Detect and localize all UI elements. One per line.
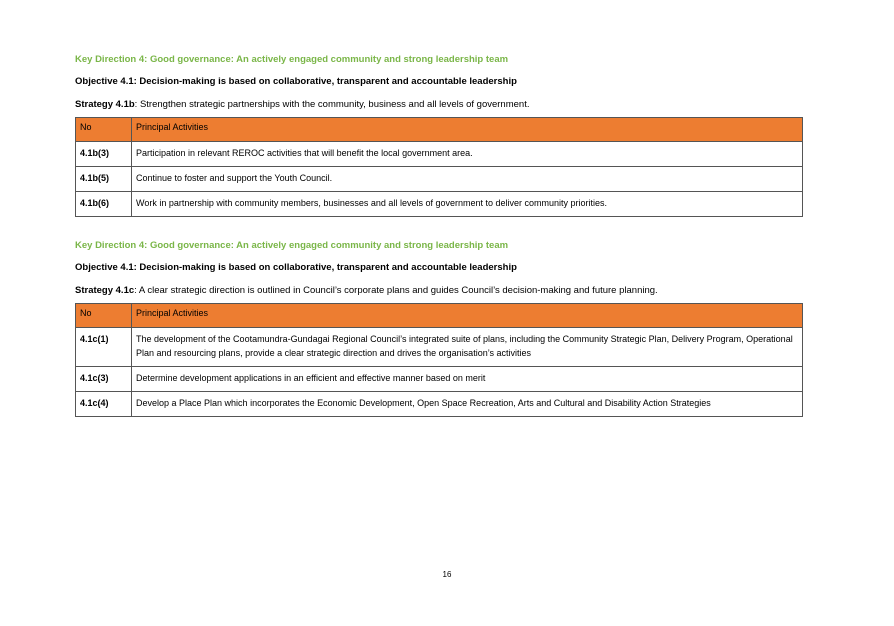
table-row: 4.1b(3) Participation in relevant REROC …	[75, 141, 803, 167]
activity-description: The development of the Cootamundra-Gunda…	[131, 327, 803, 367]
activities-table: No Principal Activities 4.1c(1) The deve…	[75, 303, 803, 417]
activity-number: 4.1c(3)	[75, 366, 132, 392]
table-row: 4.1b(5) Continue to foster and support t…	[75, 166, 803, 192]
strategy-label: Strategy 4.1b	[75, 99, 135, 110]
table-row: 4.1c(1) The development of the Cootamund…	[75, 327, 803, 367]
activity-description: Develop a Place Plan which incorporates …	[131, 391, 803, 417]
table-header-row: No Principal Activities	[75, 303, 803, 328]
column-header-no: No	[75, 303, 132, 328]
key-direction-heading: Key Direction 4: Good governance: An act…	[75, 54, 509, 65]
strategy-label: Strategy 4.1c	[75, 285, 135, 296]
activity-number: 4.1b(6)	[75, 191, 132, 217]
activity-description: Participation in relevant REROC activiti…	[131, 141, 803, 167]
table-header-row: No Principal Activities	[75, 117, 803, 142]
activity-number: 4.1b(3)	[75, 141, 132, 167]
strategy-line: Strategy 4.1b: Strengthen strategic part…	[75, 98, 804, 111]
page-number: 16	[442, 570, 452, 579]
activity-description: Work in partnership with community membe…	[131, 191, 803, 217]
key-direction-heading: Key Direction 4: Good governance: An act…	[75, 240, 509, 251]
activity-number: 4.1c(4)	[75, 391, 132, 417]
column-header-activities: Principal Activities	[131, 117, 803, 142]
objective-heading: Objective 4.1: Decision-making is based …	[75, 76, 517, 87]
strategy-section-4-1b: Key Direction 4: Good governance: An act…	[75, 53, 804, 217]
strategy-line: Strategy 4.1c: A clear strategic directi…	[75, 284, 804, 297]
activity-description: Determine development applications in an…	[131, 366, 803, 392]
strategy-section-4-1c: Key Direction 4: Good governance: An act…	[75, 239, 804, 417]
activities-table: No Principal Activities 4.1b(3) Particip…	[75, 117, 803, 217]
objective-heading: Objective 4.1: Decision-making is based …	[75, 262, 517, 273]
column-header-activities: Principal Activities	[131, 303, 803, 328]
activity-description: Continue to foster and support the Youth…	[131, 166, 803, 192]
activity-number: 4.1c(1)	[75, 327, 132, 367]
activity-number: 4.1b(5)	[75, 166, 132, 192]
column-header-no: No	[75, 117, 132, 142]
table-row: 4.1c(3) Determine development applicatio…	[75, 366, 803, 392]
strategy-text: : Strengthen strategic partnerships with…	[134, 99, 530, 110]
strategy-text: : A clear strategic direction is outline…	[134, 285, 658, 296]
table-row: 4.1c(4) Develop a Place Plan which incor…	[75, 391, 803, 417]
table-row: 4.1b(6) Work in partnership with communi…	[75, 191, 803, 217]
